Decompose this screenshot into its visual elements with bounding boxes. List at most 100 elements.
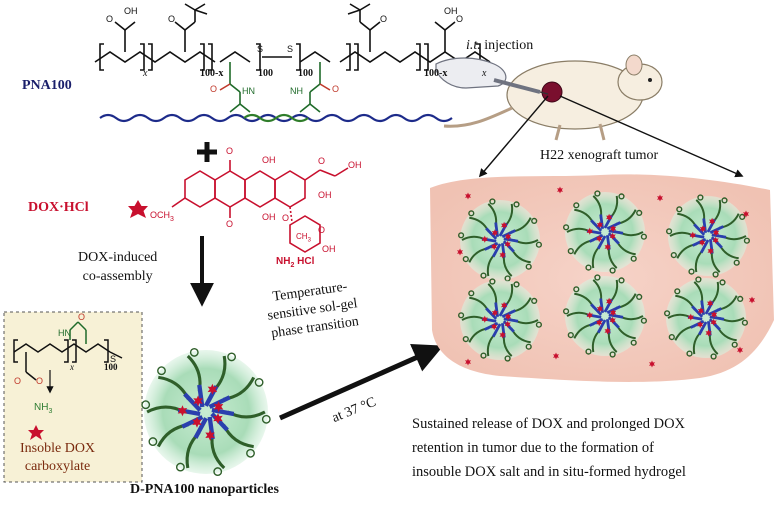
inset-nh3-text: NH bbox=[34, 402, 49, 413]
gel-micelle-3-arm-loop bbox=[712, 271, 719, 278]
inset-caption-line2: carboxylate bbox=[24, 459, 91, 474]
polymer-wave-middle bbox=[243, 113, 309, 123]
gel-micelle-2-arm-loop bbox=[640, 233, 648, 240]
gel-micelle-6-dox-star-icon bbox=[711, 311, 718, 319]
gel-micelle-5-core-chain bbox=[608, 313, 624, 319]
gel-free-dox-star-icon bbox=[649, 360, 655, 368]
inset-structure bbox=[13, 339, 123, 381]
step1-label: DOX-induced co-assembly bbox=[78, 248, 157, 286]
gel-micelle-4-core-chain bbox=[494, 302, 499, 317]
gel-micelle-5-core-chain bbox=[590, 303, 603, 316]
dox-atom-o-side: O bbox=[318, 156, 326, 166]
gel-micelle-6-arm-loop bbox=[737, 295, 744, 303]
gel-micelle-1-arm-loop bbox=[458, 232, 465, 239]
inset-atom-o-left: O bbox=[14, 376, 22, 386]
gel-micelle-2-dox-star-icon bbox=[596, 235, 603, 243]
polymer-name: PNA100 bbox=[22, 78, 72, 93]
gel-micelle-4 bbox=[458, 278, 543, 362]
gel-micelle-1-core-chain bbox=[485, 227, 498, 240]
nanoparticle-core-chain bbox=[208, 395, 231, 409]
nanoparticle-arm-loop bbox=[261, 414, 271, 424]
atom-hn-left: HN bbox=[242, 86, 255, 96]
amide-side-chains bbox=[229, 62, 321, 113]
gel-micelle-1-arm-loop bbox=[468, 210, 475, 217]
atom-oh-right: OH bbox=[444, 6, 458, 16]
gel-micelle-3-core-chain bbox=[693, 223, 706, 236]
gel-micelle-5-dox-star-icon bbox=[586, 311, 593, 319]
nanoparticle-arm-loop bbox=[148, 437, 158, 447]
gel-micelle-4-arm-loop bbox=[535, 321, 543, 328]
gel-micelle-3-dox-star-icon bbox=[712, 236, 719, 244]
gel-micelle-1 bbox=[458, 198, 543, 282]
sub-100x-left: 100-x bbox=[200, 68, 224, 79]
gel-micelle-5-arm-loop bbox=[562, 308, 570, 315]
gel-micelle-3-arm-loop bbox=[676, 206, 683, 213]
gel-micelle-6-core-chain bbox=[700, 300, 705, 315]
tumor-label: H22 xenograft tumor bbox=[540, 148, 659, 163]
gel-micelle-3-dox-star-icon bbox=[709, 217, 716, 225]
gel-micelle-2-dox-star-icon bbox=[610, 225, 617, 233]
gel-micelle-1-core-chain bbox=[491, 243, 502, 258]
gel-micelle-4-arm-loop bbox=[525, 343, 532, 350]
dox-star-icon bbox=[128, 200, 148, 218]
gel-free-dox-star-icon bbox=[737, 346, 743, 354]
gel-micelle-3-arm-loop bbox=[670, 252, 677, 259]
gel-micelle-1-core-chain bbox=[484, 242, 499, 251]
atom-o-right: O bbox=[456, 14, 464, 24]
inset-sub-100: 100 bbox=[104, 362, 118, 372]
gel-micelle-1-arm-loop bbox=[513, 201, 520, 208]
nanoparticle-arm-loop bbox=[213, 467, 223, 477]
gel-free-dox-star-icon bbox=[557, 186, 563, 194]
nanoparticle-arm-loop bbox=[189, 347, 199, 357]
inset-dox-star-icon bbox=[28, 425, 44, 440]
injection-prefix: i.t. bbox=[466, 38, 481, 53]
gel-free-dox-star-icon bbox=[553, 352, 559, 360]
gel-micelle-2-core-chain bbox=[589, 234, 604, 243]
gel-micelle-5-dox-star-icon bbox=[609, 316, 616, 324]
gel-free-dox-star-icon bbox=[465, 192, 471, 200]
gel-micelle-5-arm-loop bbox=[567, 332, 574, 339]
gel-micelle-2-core-chain bbox=[596, 235, 607, 250]
gel-micelle-4-core-chain bbox=[491, 323, 502, 338]
gel-micelle-4-arm-loop bbox=[531, 297, 538, 305]
dox-atom-o-top: O bbox=[226, 146, 234, 156]
gel-micelle-4-arm-loop bbox=[468, 290, 475, 297]
dox-atom-oh-sugar: OH bbox=[322, 244, 336, 254]
gel-micelle-6-core-chain bbox=[690, 320, 705, 329]
gel-micelle-2-arm-loop bbox=[567, 248, 574, 255]
gel-micelle-3-core-chain bbox=[699, 239, 710, 254]
nanoparticle-dox-star-icon bbox=[213, 401, 224, 413]
gel-micelle-4-dox-star-icon bbox=[491, 323, 498, 331]
inset-sub-x: x bbox=[70, 362, 74, 372]
gel-micelle-3-arm-loop bbox=[743, 237, 751, 244]
nanoparticle-core-chain bbox=[181, 415, 204, 429]
gel-micelle-3-core-chain bbox=[692, 238, 707, 247]
injection-label: i.t. injection bbox=[466, 38, 533, 54]
gel-micelle-4-dox-star-icon bbox=[504, 320, 511, 328]
gel-micelle-4-arm-loop bbox=[480, 352, 487, 359]
gel-micelle-5-arm-loop bbox=[640, 317, 648, 324]
gel-micelle-3-dox-star-icon bbox=[707, 247, 714, 255]
sub-100-left: 100 bbox=[258, 68, 273, 79]
atom-nh-right: NH bbox=[290, 86, 303, 96]
gel-micelle-4-core-chain bbox=[501, 309, 516, 318]
gel-micelle-5-arm-loop bbox=[573, 286, 580, 293]
gel-micelle-3-shell bbox=[668, 196, 748, 276]
drug-name: DOX·HCl bbox=[28, 200, 89, 215]
gel-micelle-3-arm-loop bbox=[739, 213, 746, 221]
gel-micelle-5-core-chain bbox=[606, 305, 621, 314]
atom-o-right-ester: O bbox=[380, 14, 388, 24]
gel-micelle-3-dox-star-icon bbox=[699, 225, 706, 233]
dox-atom-ch3: CH3 bbox=[296, 232, 311, 244]
gel-micelle-5-dox-star-icon bbox=[604, 327, 611, 335]
step1-line1: DOX-induced bbox=[78, 250, 158, 265]
gel-micelle-5-arm-loop bbox=[630, 339, 637, 346]
gel-micelle-1-arm-loop bbox=[480, 272, 487, 279]
atom-o-amide-right: O bbox=[332, 84, 340, 94]
gel-micelle-6-arm-loop bbox=[695, 276, 702, 283]
gel-micelle-5-core-chain bbox=[596, 319, 607, 334]
nanoparticle bbox=[141, 347, 271, 477]
nanoparticle-dox-star-icon bbox=[213, 413, 223, 424]
plus-sign bbox=[197, 142, 217, 162]
